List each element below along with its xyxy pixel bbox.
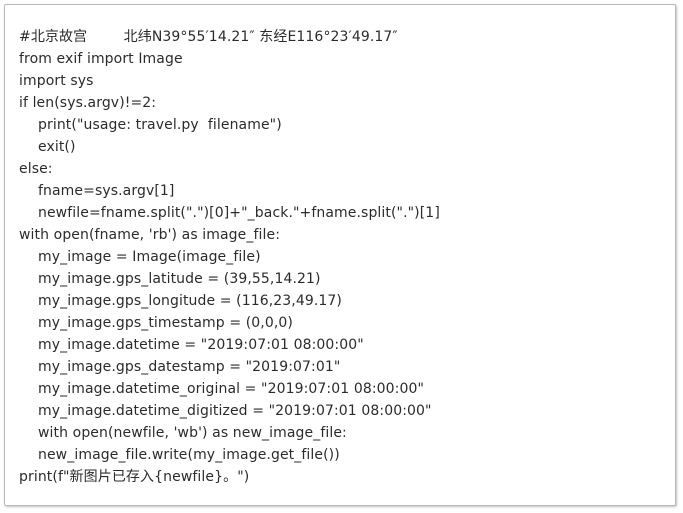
code-line-datetime: my_image.datetime = "2019:07:01 08:00:00… [38,337,364,353]
code-line-else: else: [19,161,53,177]
code-line-open-read: with open(fname, 'rb') as image_file: [19,227,281,243]
code-line-import-exif: from exif import Image [19,51,183,67]
code-lines: #北京故宫 北纬N39°55′14.21″ 东经E116°23′49.17″ f… [19,26,440,488]
code-line-comment-coordinates: #北京故宫 北纬N39°55′14.21″ 东经E116°23′49.17″ [19,29,398,45]
code-line-import-sys: import sys [19,73,94,89]
code-block: #北京故宫 北纬N39°55′14.21″ 东经E116°23′49.17″ f… [4,4,676,506]
code-line-gps-datestamp: my_image.gps_datestamp = "2019:07:01" [38,359,341,375]
code-line-image-create: my_image = Image(image_file) [38,249,261,265]
code-line-if-argv: if len(sys.argv)!=2: [19,95,157,111]
code-line-print-usage: print("usage: travel.py filename") [38,117,282,133]
code-line-gps-latitude: my_image.gps_latitude = (39,55,14.21) [38,271,321,287]
code-line-print-saved: print(f"新图片已存入{newfile}。") [19,469,250,485]
code-line-newfile-assign: newfile=fname.split(".")[0]+"_back."+fna… [38,205,440,221]
code-line-datetime-original: my_image.datetime_original = "2019:07:01… [38,381,425,397]
code-line-gps-timestamp: my_image.gps_timestamp = (0,0,0) [38,315,293,331]
code-line-exit: exit() [38,139,76,155]
code-line-fname-assign: fname=sys.argv[1] [38,183,175,199]
code-line-gps-longitude: my_image.gps_longitude = (116,23,49.17) [38,293,342,309]
code-line-open-write: with open(newfile, 'wb') as new_image_fi… [38,425,347,441]
code-line-datetime-digitized: my_image.datetime_digitized = "2019:07:0… [38,403,432,419]
code-line-write-file: new_image_file.write(my_image.get_file()… [38,447,340,463]
